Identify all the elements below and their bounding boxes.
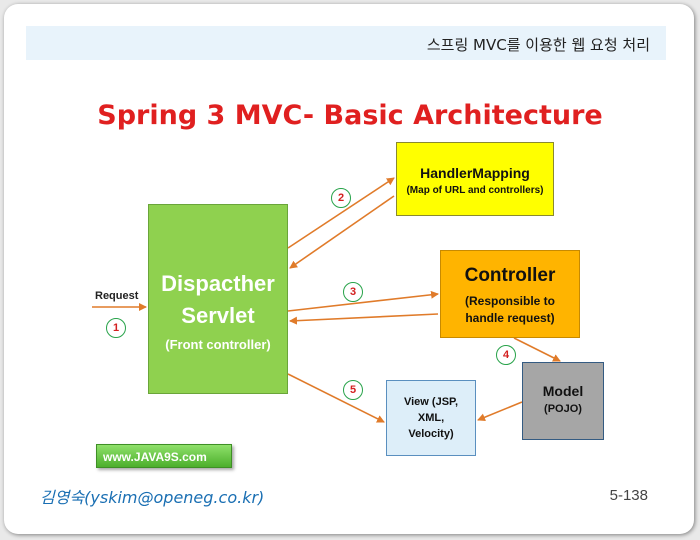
arrow-handlermapping-to-dispatcher [289, 195, 395, 269]
view-label: View (JSP, XML, Velocity) [387, 394, 475, 442]
view-line3: Velocity) [408, 428, 454, 440]
controller-title: Controller [464, 265, 556, 286]
model-box: Model (POJO) [522, 362, 604, 440]
controller-box: Controller (Responsible to handle reques… [440, 250, 580, 338]
model-title: Model [542, 383, 584, 399]
arrow-controller-to-dispatcher [289, 313, 439, 325]
handler-mapping-title: HandlerMapping [420, 165, 530, 181]
handler-mapping-subtitle: (Map of URL and controllers) [406, 185, 544, 196]
view-line1: View (JSP, [403, 396, 459, 408]
handler-mapping-box: HandlerMapping (Map of URL and controlle… [396, 142, 554, 216]
arrow-controller-to-model [513, 337, 561, 362]
watermark-badge: www.JAVA9S.com [96, 444, 232, 468]
page-title: Spring 3 MVC- Basic Architecture [97, 100, 603, 131]
request-label: Request [95, 290, 139, 302]
step-marker-1: 1 [106, 318, 126, 338]
header-band: 스프링 MVC를 이용한 웹 요청 처리 [26, 26, 666, 60]
arrow-dispatcher-to-controller [287, 290, 439, 312]
arrow-model-to-view [477, 401, 523, 422]
step-marker-3: 3 [343, 282, 363, 302]
step-marker-2: 2 [331, 188, 351, 208]
controller-subtitle-line1: (Responsible to [464, 294, 555, 308]
dispatcher-line2: Servlet [181, 303, 255, 328]
controller-subtitle-line2: handle request) [465, 311, 555, 325]
arrow-dispatcher-to-handlermapping [287, 177, 395, 249]
arrow-dispatcher-to-view [287, 373, 385, 423]
step-marker-4: 4 [496, 345, 516, 365]
dispatcher-servlet-box: Dispacther Servlet (Front controller) [148, 204, 288, 394]
controller-subtitle: (Responsible to handle request) [441, 293, 579, 327]
view-line2: XML, [417, 412, 445, 424]
dispatcher-line1: Dispacther [161, 271, 275, 296]
page-number: 5-138 [609, 487, 648, 504]
view-box: View (JSP, XML, Velocity) [386, 380, 476, 456]
author-footer: 김영숙(yskim@openeg.co.kr) [40, 488, 265, 507]
model-subtitle: (POJO) [544, 403, 582, 415]
header-title: 스프링 MVC를 이용한 웹 요청 처리 [426, 36, 650, 54]
step-marker-5: 5 [343, 380, 363, 400]
dispatcher-line3: (Front controller) [165, 337, 271, 352]
